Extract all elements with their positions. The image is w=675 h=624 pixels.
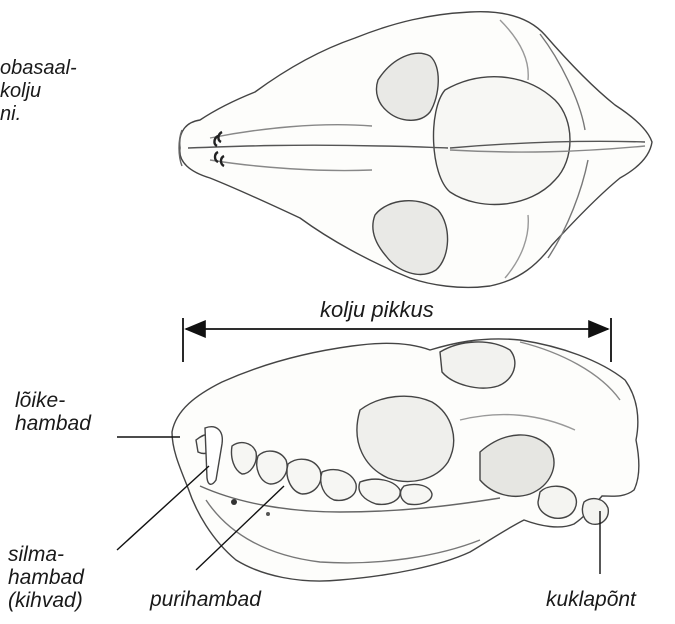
label-incisors: lõike- hambad bbox=[15, 389, 91, 435]
skull-top-view bbox=[179, 12, 652, 288]
label-canines-line-2: hambad bbox=[8, 566, 84, 589]
label-canines: silma- hambad (kihvad) bbox=[8, 543, 84, 612]
skull-length-label: kolju pikkus bbox=[320, 298, 434, 321]
intro-line-1: obasaal- bbox=[0, 57, 77, 80]
intro-line-2: kolju bbox=[0, 80, 77, 103]
intro-text: obasaal- kolju ni. bbox=[0, 57, 77, 126]
label-incisors-line-1: lõike- bbox=[15, 389, 91, 412]
label-incisors-line-2: hambad bbox=[15, 412, 91, 435]
label-canines-line-3: (kihvad) bbox=[8, 589, 84, 612]
label-canines-line-1: silma- bbox=[8, 543, 84, 566]
intro-line-3: ni. bbox=[0, 103, 77, 126]
label-molars: purihambad bbox=[150, 588, 261, 611]
leader-canines bbox=[117, 466, 209, 550]
skull-side-view bbox=[172, 339, 639, 581]
label-occipital: kuklapõnt bbox=[546, 588, 636, 611]
